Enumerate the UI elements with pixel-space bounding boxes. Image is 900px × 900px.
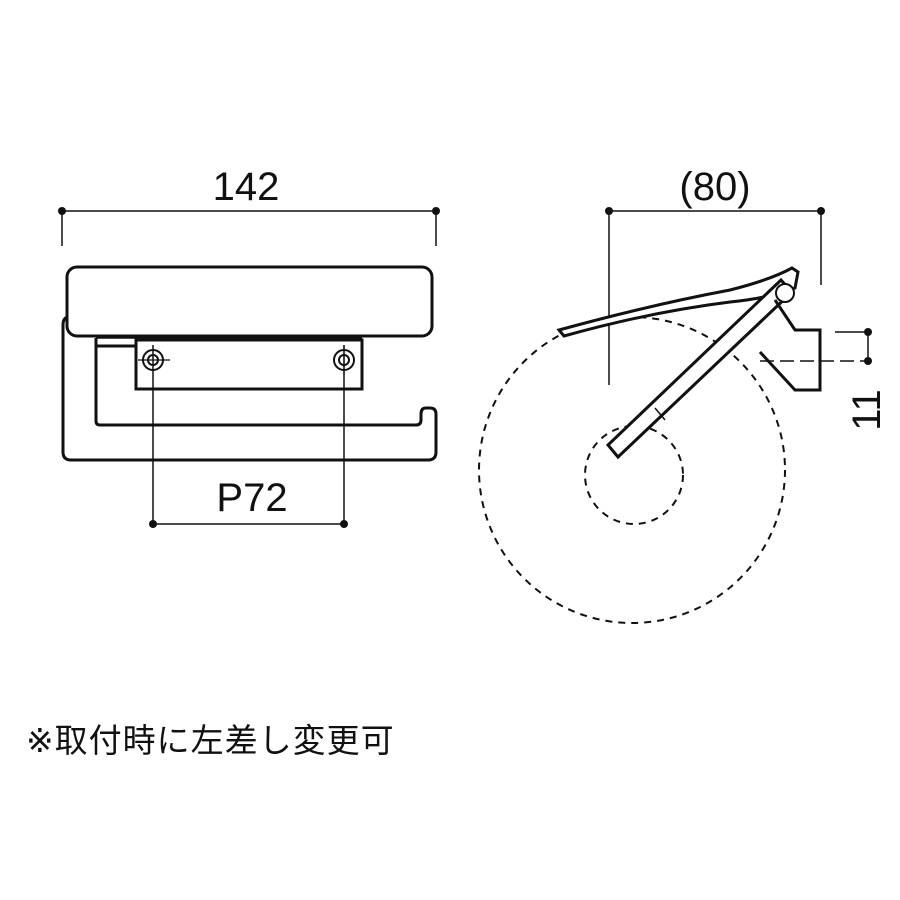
wall-bracket [758,299,822,392]
front-view: 142 P72 [58,165,440,528]
paper-holder-arm [61,315,438,462]
offset-dimension [760,328,872,365]
shelf-cover [65,265,434,338]
cover-side [556,266,800,338]
pitch-dimension [149,345,348,528]
pitch-label: P72 [216,476,287,520]
mounting-note: ※取付時に左差し変更可 [26,721,395,760]
width-label: 142 [213,165,280,209]
core-roll-outline [584,425,684,525]
depth-label: (80) [679,165,750,209]
max-roll-outline [478,316,786,624]
screw-icon [138,349,170,371]
side-view: (80) 11 [478,165,889,624]
depth-dimension [605,207,825,385]
mounting-plate [134,338,364,391]
width-dimension [58,207,440,246]
offset-label: 11 [845,389,889,431]
